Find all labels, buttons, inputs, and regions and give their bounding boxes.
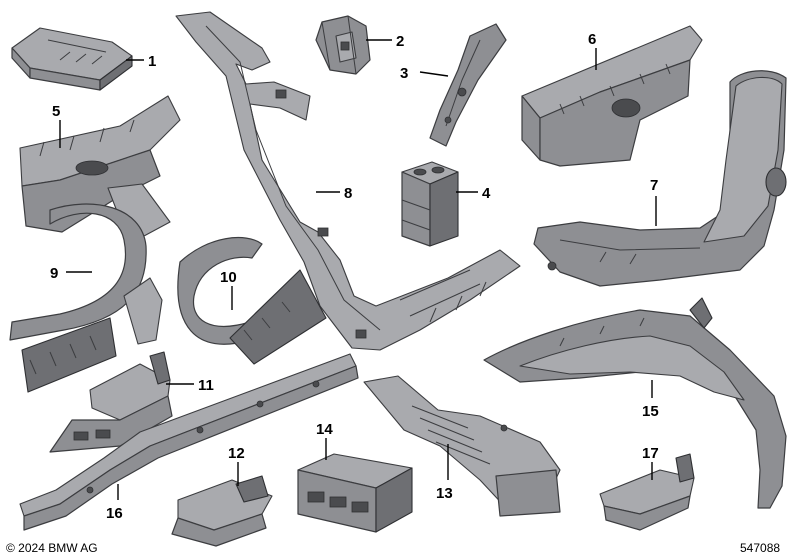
callout-8: 8 bbox=[344, 185, 352, 202]
part-8-frame bbox=[175, 11, 521, 351]
part-11-bracket bbox=[49, 351, 173, 453]
callout-5: 5 bbox=[52, 103, 60, 120]
callout-2: 2 bbox=[396, 33, 404, 50]
callout-7: 7 bbox=[650, 177, 658, 194]
callout-13: 13 bbox=[436, 485, 453, 502]
part-14-connector bbox=[297, 453, 413, 533]
callout-3: 3 bbox=[400, 65, 408, 82]
part-6-duct bbox=[521, 25, 703, 167]
part-10-guide bbox=[123, 237, 327, 365]
callout-16: 16 bbox=[106, 505, 123, 522]
callout-6: 6 bbox=[588, 31, 596, 48]
diagram-id: 547088 bbox=[740, 541, 781, 555]
callout-15: 15 bbox=[642, 403, 659, 420]
leader-lines bbox=[59, 39, 657, 500]
copyright-notice: © 2024 BMW AG bbox=[6, 541, 98, 555]
callout-12: 12 bbox=[228, 445, 245, 462]
callout-1: 1 bbox=[148, 53, 156, 70]
part-7-duct bbox=[533, 70, 787, 287]
part-4-housing bbox=[401, 161, 459, 247]
part-9-guide bbox=[9, 183, 171, 393]
callout-10: 10 bbox=[220, 269, 237, 286]
callout-11: 11 bbox=[198, 377, 214, 394]
part-3-channel bbox=[429, 23, 507, 147]
callout-14: 14 bbox=[316, 421, 333, 438]
part-15-channel bbox=[483, 297, 787, 509]
callout-labels: 1 2 3 4 5 6 7 8 9 10 11 12 13 14 15 16 1… bbox=[50, 31, 659, 522]
callout-4: 4 bbox=[482, 185, 491, 202]
part-12-bracket bbox=[171, 475, 273, 547]
part-1-cover bbox=[11, 27, 133, 91]
part-17-bracket bbox=[599, 453, 695, 531]
part-16-rail bbox=[19, 353, 359, 531]
part-2-clip bbox=[315, 15, 371, 75]
callout-17: 17 bbox=[642, 445, 659, 462]
callout-9: 9 bbox=[50, 265, 58, 282]
part-13-duct bbox=[363, 375, 561, 517]
